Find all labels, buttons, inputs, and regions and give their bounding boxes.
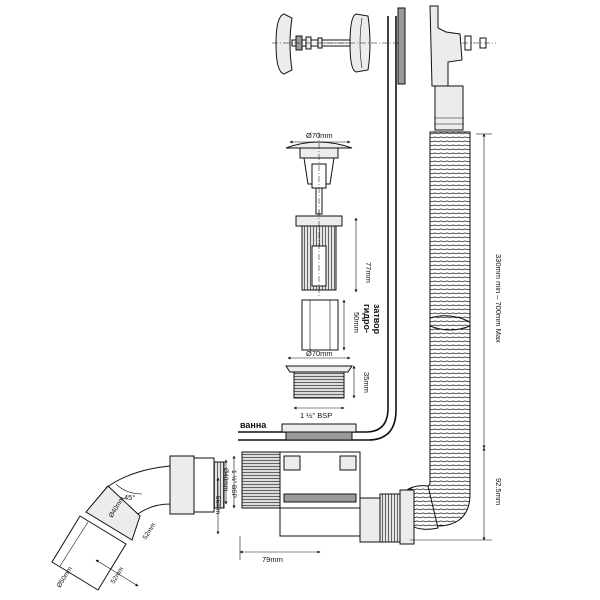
- overflow-plug-assembly: [272, 5, 496, 131]
- flange-height-label: 35mm: [362, 372, 371, 393]
- elbow-angle-label: 45°: [124, 493, 135, 502]
- bath-label: ванна: [240, 420, 267, 430]
- drain-plug-cap: [285, 132, 353, 218]
- corrugated-overflow-hose: [403, 131, 471, 530]
- bath-wall-profile: [238, 16, 397, 441]
- seal-word-label-1: гидро-: [362, 304, 372, 333]
- cap-diameter-label: Ø70mm: [306, 131, 333, 140]
- outlet-height-label: 92.5mm: [494, 478, 503, 505]
- flange-thread-label: 1 ½" BSP: [300, 411, 332, 420]
- trap-insert: [295, 210, 343, 296]
- seal-word-label-2: затвор: [372, 304, 382, 335]
- trap-height-label: 77mm: [364, 262, 373, 283]
- body-inner-label: Ø40mm: [222, 468, 229, 491]
- pipe-outer-label: Ø50mm: [56, 566, 74, 589]
- seal-height-label: 50mm: [352, 312, 361, 333]
- flange-diameter-label: Ø70mm: [306, 349, 333, 358]
- elbow-length-label: 52mm: [142, 522, 158, 541]
- water-seal-sleeve: [301, 299, 339, 351]
- drain-body: [241, 451, 415, 545]
- body-offset-label: 79mm: [262, 555, 283, 564]
- pipe-length-label: 52mm: [110, 566, 126, 585]
- body-height-label: 56mm: [214, 496, 221, 514]
- dimension-lines: [95, 133, 492, 587]
- body-thread-label: 1 ½" BSP: [230, 470, 238, 498]
- drain-flange: [281, 365, 357, 441]
- overflow-length-label: 330mm min – 700mm Max: [494, 254, 503, 343]
